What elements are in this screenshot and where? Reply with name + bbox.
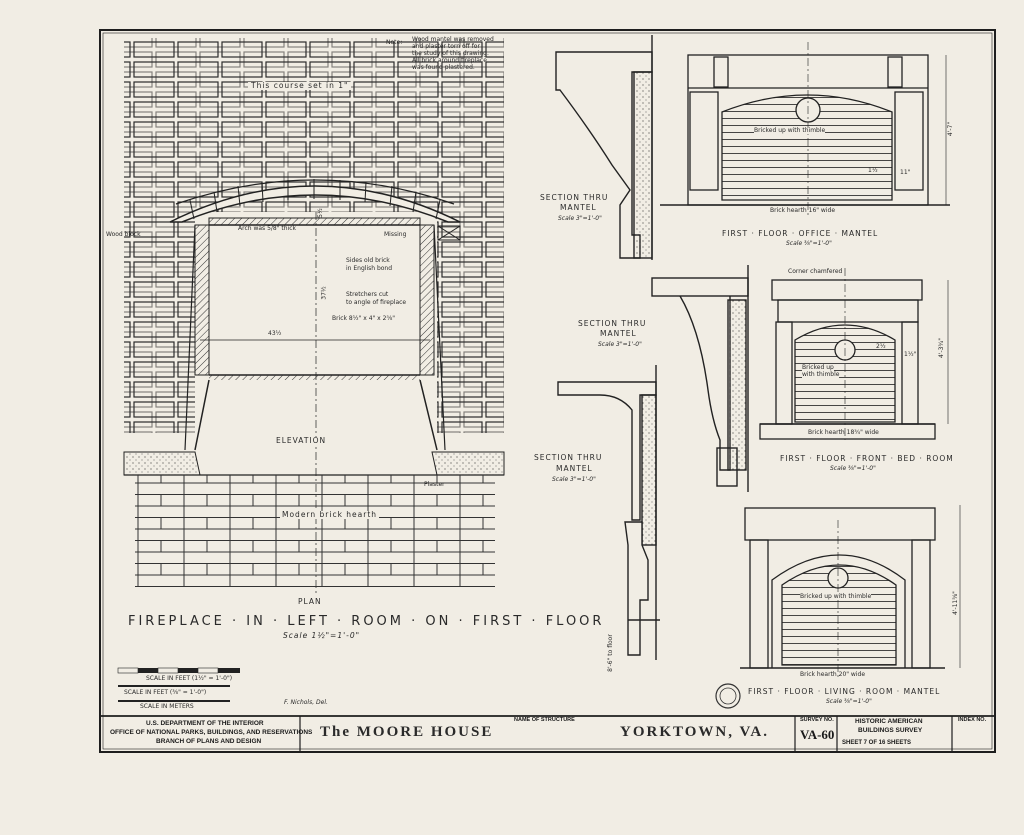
living-thimble-note: Bricked up with thimble (800, 593, 872, 600)
top-dimension: 5½ (316, 208, 324, 218)
office-hearth-note: Brick hearth 16" wide (770, 207, 836, 214)
living-hearth-note: Brick hearth 20" wide (800, 671, 866, 678)
survey-number: VA-60 (800, 727, 835, 742)
elevation-label: ELEVATION (276, 436, 327, 445)
office-height-dim: 4'-7" (947, 121, 955, 137)
section-thru-mantel-2 (651, 265, 749, 492)
section-1-title: SECTION THRU (540, 193, 609, 202)
section-thru-mantel-3 (557, 365, 660, 660)
agency-line: OFFICE OF NATIONAL PARKS, BUILDINGS, AND… (110, 729, 313, 736)
bedroom-hearth-note: Brick hearth 18¾" wide (808, 429, 879, 436)
bedroom-chamfer-note: Corner chamfered (788, 268, 843, 275)
brick-size-note: Brick 8½" x 4" x 2⅝" (332, 315, 396, 322)
title-block-frame (100, 715, 995, 752)
hearth-plan (135, 475, 495, 587)
structure-label: NAME OF STRUCTURE (514, 717, 575, 723)
living-height-dim: 4'-11⅝" (951, 591, 959, 615)
section-3-scale: Scale 3"=1'-0" (552, 476, 596, 483)
bedroom-dim-a: 2½ (876, 343, 886, 350)
sides-note: Sides old brick (346, 257, 390, 264)
scale-feet-b: SCALE IN FEET (⅜" = 1'-0") (124, 689, 207, 696)
living-room-mantel-elevation (740, 505, 961, 680)
section-3-title: SECTION THRU (534, 453, 603, 462)
plan-label: PLAN (298, 597, 322, 606)
missing-label: Missing (384, 231, 407, 238)
stretchers-note: to angle of fireplace (346, 299, 407, 306)
bedroom-thimble-note: Bricked up (802, 364, 834, 371)
bedroom-height-dim: 4'-3¾" (938, 337, 946, 359)
sheet-number: SHEET 7 OF 16 SHEETS (842, 740, 912, 746)
bedroom-mantel-elevation (759, 268, 949, 440)
bedroom-mantel-scale: Scale ⅜"=1'-0" (830, 465, 876, 472)
scale-feet-a: SCALE IN FEET (1½" = 1'-0") (146, 675, 233, 682)
sides-note: in English bond (346, 265, 393, 272)
course-note: This course set in 1" (248, 82, 352, 90)
wood-block-label: Wood block (106, 231, 141, 238)
agency-line: BRANCH OF PLANS AND DESIGN (156, 738, 262, 745)
section-2-title: MANTEL (600, 329, 637, 338)
office-mantel-elevation (660, 42, 950, 215)
drawn-by: F. Nichols, Del. (284, 699, 328, 706)
structure-name: The MOORE HOUSE (320, 724, 494, 740)
note-line: All brick around fireplace (412, 57, 487, 64)
section-2-scale: Scale 3"=1'-0" (598, 341, 642, 348)
section-2-title: SECTION THRU (578, 319, 647, 328)
bedroom-dim-b: 1½" (904, 351, 917, 358)
habs-seal (715, 683, 741, 709)
width-dimension: 43½ (268, 330, 282, 337)
office-dim-b: 11" (900, 169, 911, 176)
scale-meters: SCALE IN METERS (140, 703, 194, 710)
location: YORKTOWN, VA. (620, 724, 769, 740)
agency-line: U.S. DEPARTMENT OF THE INTERIOR (146, 720, 264, 727)
survey-label: SURVEY NO. (800, 717, 834, 723)
habs-line: HISTORIC AMERICAN (855, 718, 923, 725)
note-line: Wood mantel was removed (412, 36, 494, 43)
section-1-scale: Scale 3"=1'-0" (558, 215, 602, 222)
bedroom-thimble-note: with thimble (802, 371, 840, 378)
plaster-label: Plaster (424, 481, 445, 488)
note-line: was found plastered. (412, 64, 475, 71)
habs-line: BUILDINGS SURVEY (858, 727, 923, 734)
note-line: and plaster torn off for (412, 43, 480, 50)
section-1-title: MANTEL (560, 203, 597, 212)
office-thimble-note: Bricked up with thimble (754, 127, 826, 134)
office-dim-a: 1½ (868, 167, 878, 174)
living-mantel-title: FIRST · FLOOR · LIVING · ROOM · MANTEL (748, 687, 941, 696)
hearth-label: Modern brick hearth (280, 510, 380, 519)
fireplace-title: FIREPLACE · IN · LEFT · ROOM · ON · FIRS… (128, 614, 605, 629)
note-label: Note: (386, 39, 403, 46)
fireplace-scale: Scale 1½"=1'-0" (283, 631, 361, 640)
living-mantel-scale: Scale ⅜"=1'-0" (826, 698, 872, 705)
section-thru-mantel-1 (555, 35, 653, 260)
office-mantel-scale: Scale ⅜"=1'-0" (786, 240, 832, 247)
office-mantel-title: FIRST · FLOOR · OFFICE · MANTEL (722, 229, 879, 238)
fireplace-elevation (123, 38, 505, 595)
note-line: the study of this drawing. (412, 50, 489, 57)
bedroom-mantel-title: FIRST · FLOOR · FRONT · BED · ROOM (780, 454, 954, 463)
height-dimension: 37½ (320, 286, 328, 300)
index-label: INDEX NO. (958, 717, 987, 723)
arch-note: Arch was 5/8" thick (238, 225, 296, 232)
stretchers-note: Stretchers cut (346, 291, 389, 298)
floor-dimension: 8'-6" to floor (606, 634, 614, 672)
section-3-title: MANTEL (556, 464, 593, 473)
graphic-scale-bar (117, 667, 240, 702)
